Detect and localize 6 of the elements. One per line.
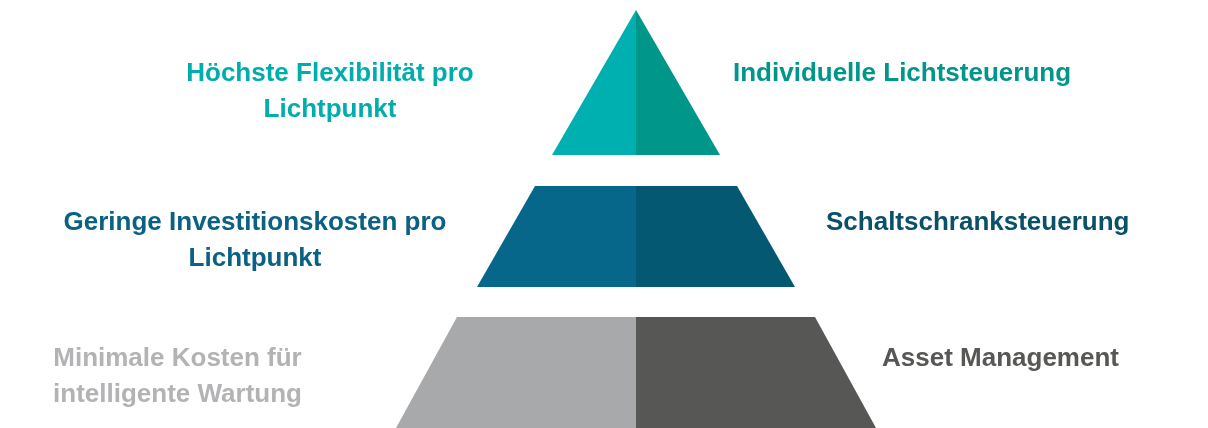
- tier-caption: Minimale Kosten für intelligente Wartung: [52, 341, 303, 410]
- tier-caption: Asset Management: [882, 341, 1120, 374]
- tier-caption: Höchste Flexibilität pro Lichtpunkt: [185, 56, 475, 125]
- tier-caption: Geringe Investitionskosten pro Lichtpunkt: [62, 205, 448, 274]
- tier-caption: Schaltschranksteuerung: [826, 205, 1131, 238]
- tier-caption: Individuelle Lichtsteuerung: [733, 56, 1073, 89]
